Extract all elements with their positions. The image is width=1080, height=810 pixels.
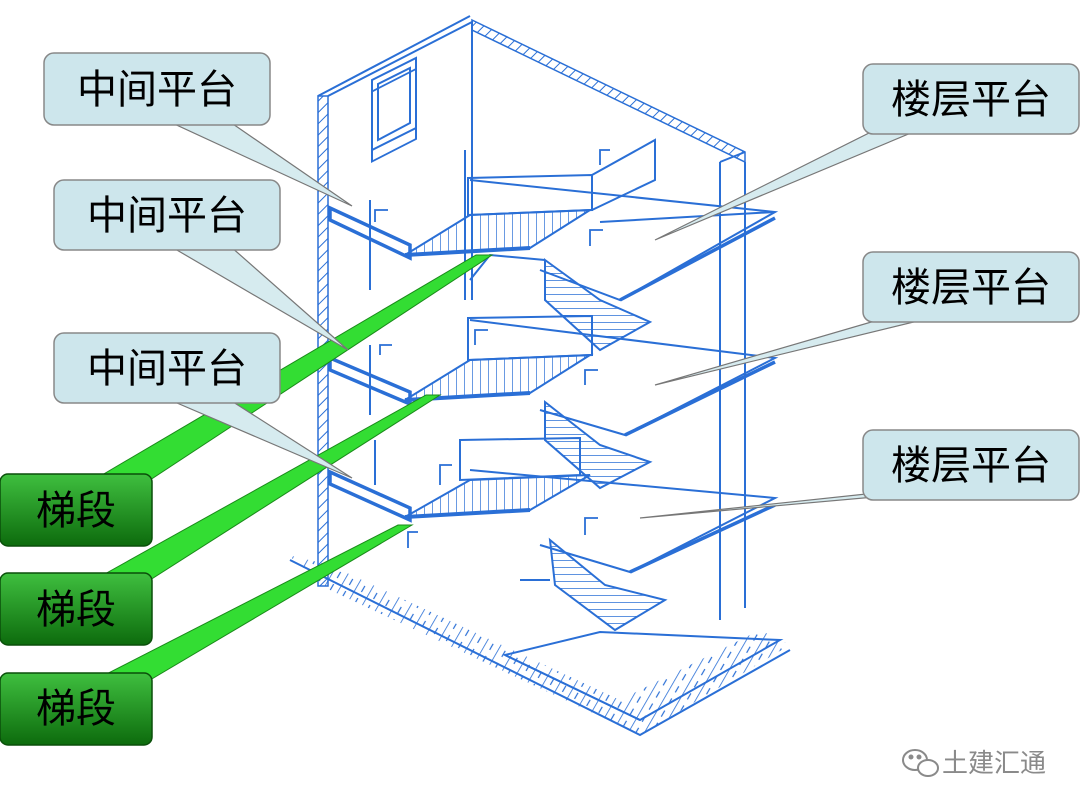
flight-label-bottom: 梯段	[0, 672, 153, 746]
callout-mid-middle: 中间平台	[53, 179, 281, 251]
building-structure	[288, 15, 791, 737]
wechat-icon	[902, 749, 939, 777]
callout-floor-middle: 楼层平台	[862, 251, 1080, 323]
flight-label-middle-text: 梯段	[36, 587, 116, 633]
watermark: 土建汇通	[902, 749, 1046, 779]
ground-hatch	[288, 555, 790, 735]
callout-mid-middle-label: 中间平台	[87, 193, 247, 239]
callout-mid-top: 中间平台	[43, 52, 271, 126]
callout-floor-middle-label: 楼层平台	[891, 265, 1051, 311]
leader-floor-top	[654, 124, 931, 241]
flight-label-bottom-text: 梯段	[36, 686, 116, 732]
callout-mid-top-label: 中间平台	[77, 67, 237, 113]
platform-leaders	[167, 121, 931, 519]
flight-label-top: 梯段	[0, 473, 153, 547]
top-wall-hatch	[471, 18, 746, 164]
callout-floor-top-label: 楼层平台	[891, 77, 1051, 123]
middle-descending-flight	[544, 399, 653, 490]
bottom-descending-flight	[548, 537, 668, 632]
watermark-text: 土建汇通	[942, 749, 1046, 779]
top-descending-flight	[544, 258, 653, 352]
callout-floor-top: 楼层平台	[862, 63, 1080, 135]
flight-label-middle: 梯段	[0, 572, 153, 646]
left-wall-hatch	[317, 95, 329, 587]
callout-mid-bottom: 中间平台	[53, 332, 281, 404]
callout-floor-bottom: 楼层平台	[862, 429, 1080, 501]
leader-floor-middle	[654, 317, 931, 386]
flight-label-top-text: 梯段	[36, 488, 116, 534]
callout-mid-bottom-label: 中间平台	[87, 346, 247, 392]
callout-floor-bottom-label: 楼层平台	[891, 443, 1051, 489]
